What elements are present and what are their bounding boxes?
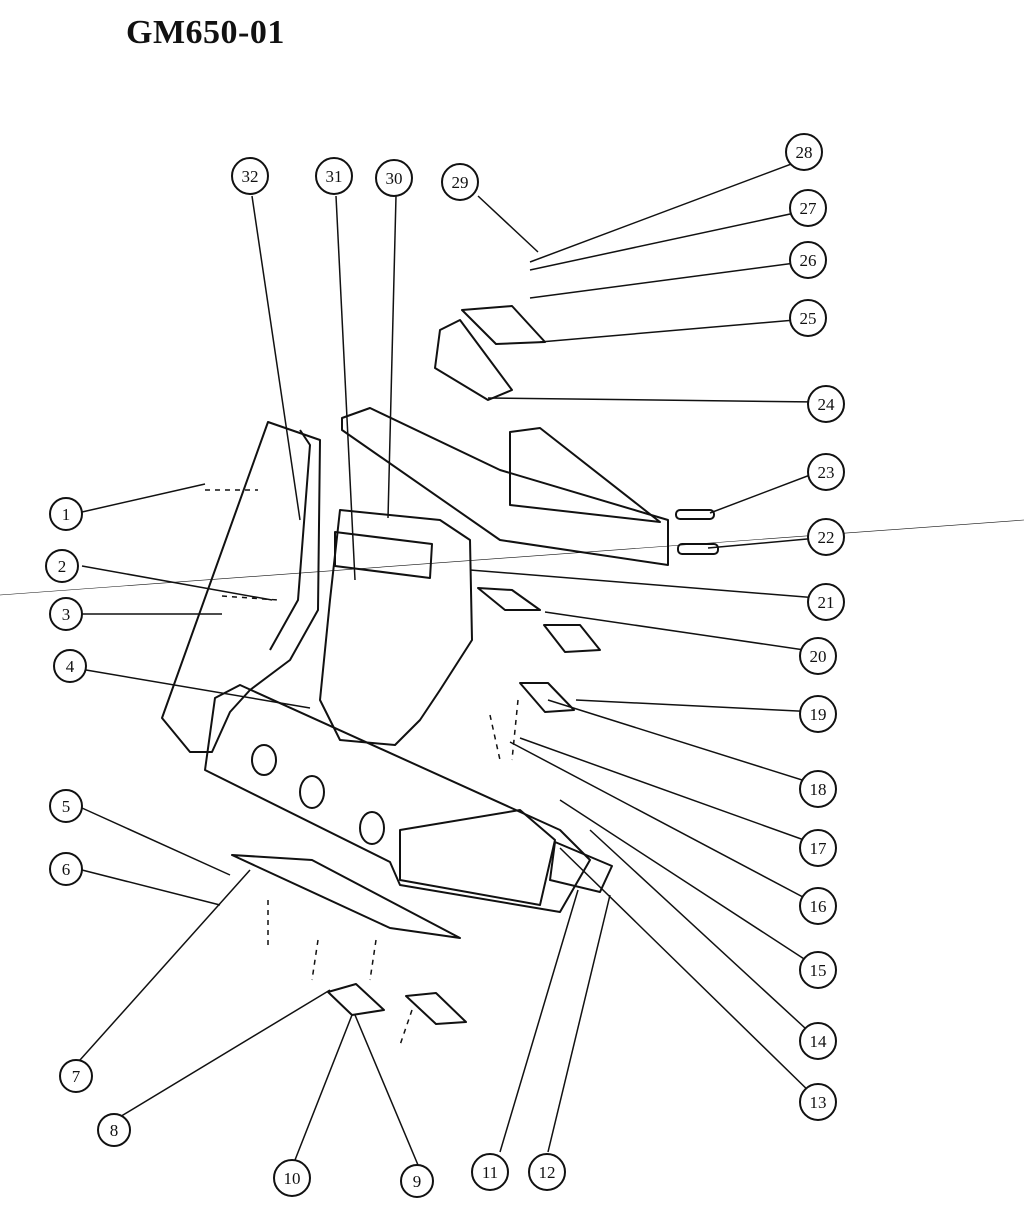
bottom-plate-small-1: [327, 983, 385, 1016]
callout-label-22: 22: [818, 528, 835, 547]
callout-circle-19: [799, 695, 837, 733]
plate-20: [477, 587, 541, 611]
callout-circle-16: [799, 887, 837, 925]
control-bracket: [334, 531, 433, 579]
base-hole-2: [299, 775, 325, 809]
callout-circle-25: [789, 299, 827, 337]
callout-label-15: 15: [810, 961, 827, 980]
left-side-panel: [161, 421, 321, 753]
callout-circle-3: [49, 597, 83, 631]
callout-circle-13: [799, 1083, 837, 1121]
hood-frame: [434, 319, 513, 401]
callout-circle-15: [799, 951, 837, 989]
callout-circle-4: [53, 649, 87, 683]
callout-circle-9: [400, 1164, 434, 1198]
callout-circle-23: [807, 453, 845, 491]
callout-label-1: 1: [62, 505, 71, 524]
callout-circle-10: [273, 1159, 311, 1197]
callout-label-29: 29: [452, 173, 469, 192]
callout-label-16: 16: [810, 897, 827, 916]
callout-label-10: 10: [284, 1169, 301, 1188]
callout-circle-21: [807, 583, 845, 621]
base-hole-3: [359, 811, 385, 845]
callout-circle-27: [789, 189, 827, 227]
callout-circle-28: [785, 133, 823, 171]
callout-label-12: 12: [539, 1163, 556, 1182]
callout-circle-14: [799, 1022, 837, 1060]
callout-label-31: 31: [326, 167, 343, 186]
callout-label-20: 20: [810, 647, 827, 666]
callout-circle-11: [471, 1153, 509, 1191]
callout-circle-17: [799, 829, 837, 867]
callout-circle-30: [375, 159, 413, 197]
callout-label-14: 14: [810, 1032, 828, 1051]
base-hole-1: [251, 744, 277, 776]
plate-18: [519, 682, 575, 713]
top-shelf: [341, 407, 669, 566]
callout-circle-24: [807, 385, 845, 423]
callout-circle-6: [49, 852, 83, 886]
diagram-title: GM650-01: [126, 14, 285, 51]
callout-circle-7: [59, 1059, 93, 1093]
callout-circle-12: [528, 1153, 566, 1191]
callout-label-13: 13: [810, 1093, 827, 1112]
bottom-plate-large: [231, 854, 461, 939]
callout-label-9: 9: [413, 1172, 422, 1191]
callout-circle-1: [49, 497, 83, 531]
base-front-face: [399, 809, 556, 906]
callout-label-18: 18: [810, 780, 827, 799]
callout-label-3: 3: [62, 605, 71, 624]
callout-label-30: 30: [386, 169, 403, 188]
base-body: [204, 684, 591, 913]
callout-circle-26: [789, 241, 827, 279]
callout-label-8: 8: [110, 1121, 119, 1140]
pin-22: [677, 543, 719, 555]
callout-circle-2: [45, 549, 79, 583]
plate-19: [543, 624, 601, 653]
callout-label-5: 5: [62, 797, 71, 816]
callout-label-7: 7: [72, 1067, 81, 1086]
callout-circle-18: [799, 770, 837, 808]
callout-circle-5: [49, 789, 83, 823]
callout-circle-20: [799, 637, 837, 675]
pin-23: [675, 509, 715, 520]
parts-drawing: [0, 153, 1024, 1166]
callout-label-19: 19: [810, 705, 827, 724]
callout-circle-31: [315, 157, 353, 195]
bottom-plate-small-2: [405, 992, 467, 1025]
center-column: [319, 509, 473, 746]
end-box: [549, 841, 613, 893]
callout-circle-29: [441, 163, 479, 201]
callout-label-17: 17: [810, 839, 828, 858]
callout-label-21: 21: [818, 593, 835, 612]
callout-label-28: 28: [796, 143, 813, 162]
callout-circle-22: [807, 518, 845, 556]
top-shelf-tray: [509, 427, 661, 523]
callout-label-26: 26: [800, 251, 817, 270]
callout-label-11: 11: [482, 1163, 498, 1182]
callout-label-24: 24: [818, 395, 836, 414]
callout-label-32: 32: [242, 167, 259, 186]
callout-label-23: 23: [818, 463, 835, 482]
callout-label-4: 4: [66, 657, 75, 676]
callout-label-27: 27: [800, 199, 818, 218]
left-panel-inner-edge: [269, 429, 311, 651]
callout-label-2: 2: [58, 557, 67, 576]
callout-label-25: 25: [800, 309, 817, 328]
callout-label-6: 6: [62, 860, 71, 879]
callout-circle-8: [97, 1113, 131, 1147]
callout-circle-32: [231, 157, 269, 195]
